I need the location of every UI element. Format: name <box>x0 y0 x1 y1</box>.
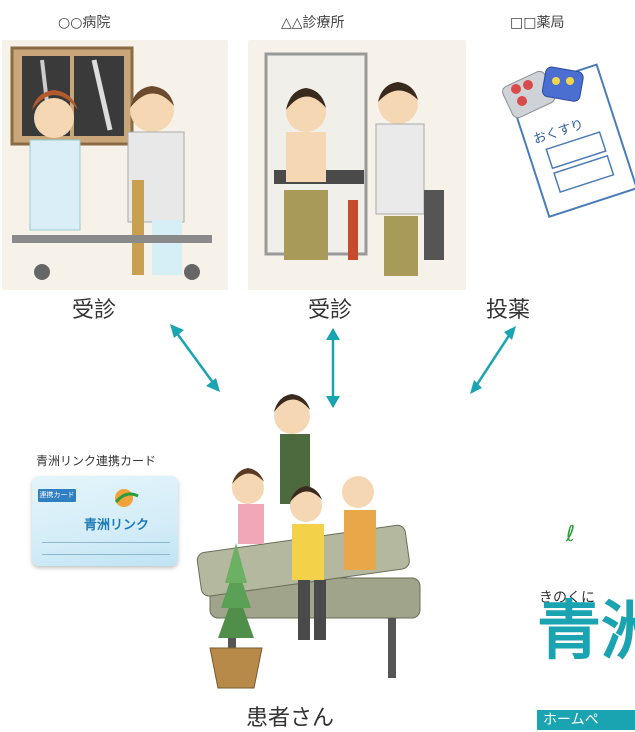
clinic-name: △△診療所 <box>281 15 345 31</box>
card-field-line <box>42 554 170 555</box>
hospital-illustration <box>2 40 228 290</box>
pharmacy-action-label: 投薬 <box>486 298 531 323</box>
link-card: 連携カード 青洲リンク <box>32 476 178 566</box>
brand-title: 青洲 <box>537 595 635 669</box>
link-card-title: 青洲リンク連携カード <box>36 454 157 468</box>
card-badge: 連携カード <box>38 489 76 502</box>
hospital-name: ○○病院 <box>58 15 111 31</box>
clinic-illustration <box>248 40 466 290</box>
brand-subtitle: きのくに <box>539 590 595 606</box>
homepage-link[interactable]: ホームペ <box>537 710 635 730</box>
card-brand: 青洲リンク <box>84 518 150 533</box>
card-logo-icon <box>114 489 139 507</box>
arrow-pharmacy-patient <box>470 326 516 394</box>
patient-label: 患者さん <box>246 706 335 731</box>
arrow-hospital-patient <box>170 324 220 392</box>
patients-illustration <box>188 388 428 708</box>
brand-swirl-icon: ℓ <box>566 522 576 547</box>
pharmacy-illustration: おくすり <box>490 55 635 255</box>
pharmacy-name: □□薬局 <box>510 15 565 31</box>
clinic-action-label: 受診 <box>308 298 353 323</box>
hospital-action-label: 受診 <box>72 298 117 323</box>
arrow-clinic-patient <box>326 328 340 408</box>
card-field-line <box>42 542 170 543</box>
